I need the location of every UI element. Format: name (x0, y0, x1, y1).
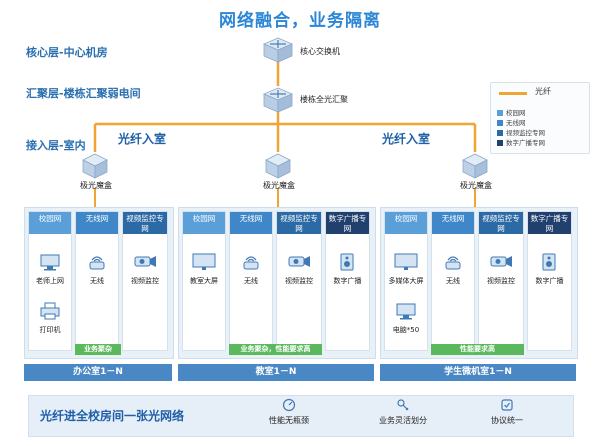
device-label: 教室大屏 (190, 277, 218, 285)
onu-label: 极光魔盒 (263, 181, 295, 190)
onu-label: 极光魔盒 (460, 181, 492, 190)
room-bar: 学生微机室1－N (380, 364, 576, 381)
room-tag: 业务聚杂，性能要求高 (229, 344, 322, 355)
fiber-into-room-label-left: 光纤入室 (118, 132, 167, 146)
feature-label: 协议统一 (491, 416, 523, 425)
device-label: 电脑*50 (392, 326, 420, 334)
device-label: 打印机 (39, 326, 61, 334)
column-header: 无线网 (76, 212, 118, 234)
layer-aggregation-label: 汇聚层-楼栋汇聚弱电间 (26, 87, 141, 100)
printer-icon (40, 302, 60, 320)
large-screen-icon (394, 253, 418, 270)
room-tag: 性能要求高 (431, 344, 524, 355)
onu-box-icon (462, 153, 488, 179)
service-column: 数字广播专网 (325, 211, 370, 351)
device-label: 视频监控 (131, 277, 159, 285)
onu-label: 极光魔盒 (80, 181, 112, 190)
column-header: 数字广播专网 (528, 212, 571, 234)
onu-box-icon (265, 153, 291, 179)
column-header: 视频监控专网 (123, 212, 167, 234)
wireless-ap-icon (445, 256, 461, 270)
service-column: 无线网 (75, 211, 119, 351)
device-label: 多媒体大屏 (388, 277, 424, 285)
service-column: 视频监控专网 (276, 211, 322, 351)
room-tag: 业务聚杂 (75, 344, 121, 355)
device-label: 视频监控 (487, 277, 515, 285)
feature-label: 业务灵活划分 (379, 416, 427, 425)
legend-fiber-line (499, 92, 527, 95)
service-column: 无线网 (431, 211, 475, 351)
device-label: 数字广播 (535, 277, 564, 285)
service-division-icon (397, 399, 409, 411)
desktop-computer-icon (396, 303, 416, 320)
room-bar: 办公室1－N (24, 364, 172, 381)
service-column: 视频监控专网 (122, 211, 168, 351)
desktop-computer-icon (40, 254, 60, 271)
column-header: 无线网 (230, 212, 272, 234)
protocol-icon (501, 399, 513, 411)
onu-box-icon (82, 153, 108, 179)
camera-icon (288, 256, 310, 267)
legend-item: 无线网 (497, 117, 526, 127)
layer-core-label: 核心层-中心机房 (26, 46, 108, 59)
legend: 光纤 校园网 无线网 视频监控专网 数字广播专网 (490, 82, 590, 154)
layer-access-label: 接入层-室内 (26, 139, 86, 152)
service-column: 数字广播专网 (527, 211, 572, 351)
camera-icon (134, 256, 156, 267)
service-column: 视频监控专网 (478, 211, 524, 351)
diagram-title: 网络融合，业务隔离 (219, 11, 381, 31)
device-label: 老师上网 (36, 277, 64, 285)
wireless-ap-icon (243, 256, 259, 270)
camera-icon (490, 256, 512, 267)
legend-fiber-label: 光纤 (535, 87, 551, 96)
aggregation-label: 楼栋全光汇聚 (300, 95, 348, 104)
legend-item: 校园网 (497, 107, 526, 117)
wireless-ap-icon (89, 256, 105, 270)
core-switch-icon (262, 37, 294, 63)
bottom-title: 光纤进全校房间一张光网络 (40, 409, 185, 423)
column-header: 校园网 (29, 212, 71, 234)
feature-label: 性能无瓶颈 (269, 416, 309, 425)
aggregation-switch-icon (262, 87, 294, 113)
column-header: 校园网 (385, 212, 427, 234)
column-header: 无线网 (432, 212, 474, 234)
large-screen-icon (192, 253, 216, 270)
legend-item: 视频监控专网 (497, 127, 545, 137)
device-label: 无线 (90, 277, 104, 285)
service-column: 无线网 (229, 211, 273, 351)
column-header: 校园网 (183, 212, 225, 234)
device-label: 无线 (244, 277, 258, 285)
service-column: 校园网 (182, 211, 226, 351)
service-column: 校园网 (384, 211, 428, 351)
fiber-into-room-label-right: 光纤入室 (382, 132, 431, 146)
bottom-summary-bar (28, 395, 574, 437)
device-label: 数字广播 (333, 277, 362, 285)
legend-item: 数字广播专网 (497, 137, 545, 147)
service-column: 校园网 (28, 211, 72, 351)
column-header: 视频监控专网 (479, 212, 523, 234)
column-header: 数字广播专网 (326, 212, 369, 234)
performance-icon (282, 398, 296, 412)
speaker-icon (340, 253, 354, 271)
core-switch-label: 核心交换机 (300, 47, 340, 56)
room-bar: 教室1－N (178, 364, 374, 381)
device-label: 视频监控 (285, 277, 313, 285)
speaker-icon (542, 253, 556, 271)
column-header: 视频监控专网 (277, 212, 321, 234)
device-label: 无线 (446, 277, 460, 285)
